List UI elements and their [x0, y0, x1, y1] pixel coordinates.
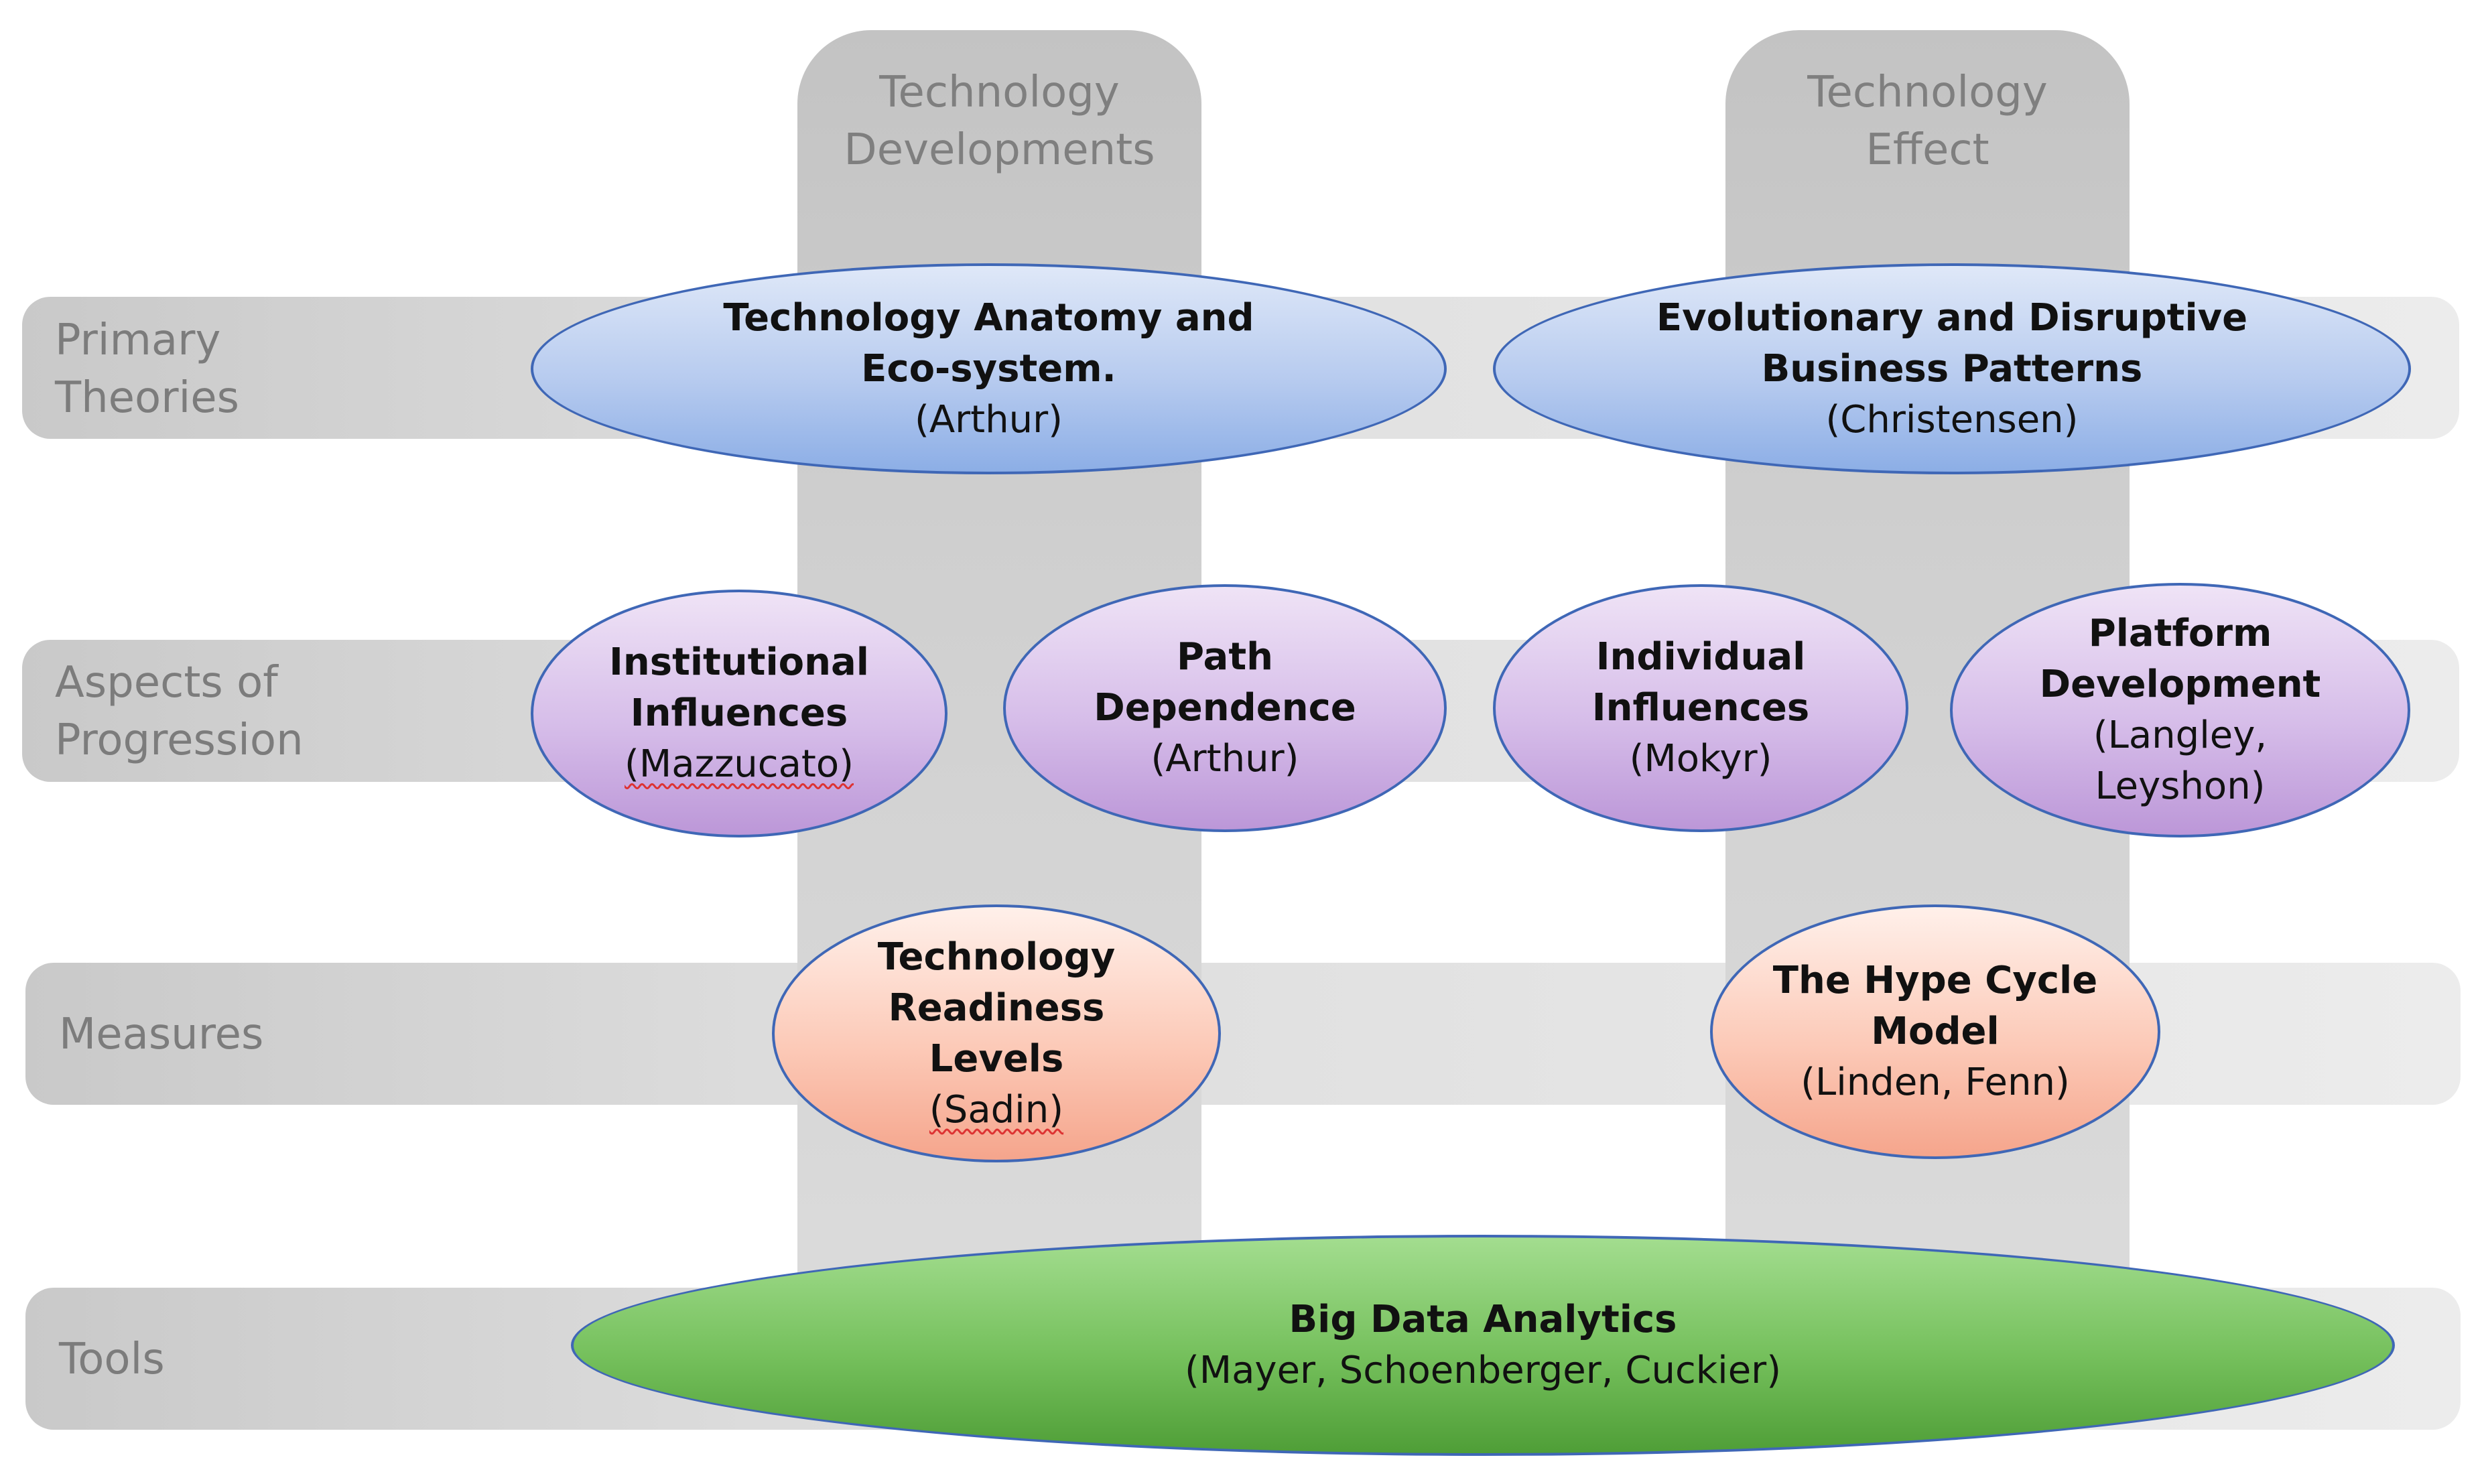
node-title: Platform Development [2039, 612, 2321, 706]
node-title: Technology Anatomy and Eco-system. [723, 295, 1254, 391]
node-platform-development: Platform Development (Langley, Leyshon) [1950, 583, 2410, 837]
row-label-aspects-of-progression: Aspects of Progression [55, 658, 304, 765]
node-technology-readiness-levels: Technology Readiness Levels (Sadin) [772, 904, 1221, 1162]
node-title: Path Dependence [1094, 635, 1356, 730]
node-individual-influences: Individual Influences (Mokyr) [1493, 584, 1908, 832]
column-title-developments: Technology Developments [844, 68, 1155, 175]
node-author: (Arthur) [915, 397, 1063, 442]
column-title-effect: Technology Effect [1807, 68, 2048, 175]
node-author: (Christensen) [1825, 397, 2079, 442]
node-title: Individual Influences [1591, 635, 1810, 730]
node-title: Big Data Analytics [1289, 1298, 1677, 1341]
node-author: (Mokyr) [1629, 737, 1772, 781]
node-title: Technology Readiness Levels [877, 935, 1116, 1081]
node-disruptive-business-patterns: Evolutionary and Disruptive Business Pat… [1493, 263, 2411, 474]
node-author: (Arthur) [1151, 737, 1299, 781]
node-big-data-analytics: Big Data Analytics (Mayer, Schoenberger,… [571, 1235, 2395, 1456]
node-title: Institutional Influences [609, 640, 869, 735]
node-author: (Mazzucato) [625, 742, 854, 786]
row-label-tools: Tools [59, 1335, 165, 1384]
node-institutional-influences: Institutional Influences (Mazzucato) [531, 590, 947, 837]
row-label-primary-theories: Primary Theories [55, 316, 239, 423]
node-technology-anatomy: Technology Anatomy and Eco-system. (Arth… [531, 263, 1447, 474]
node-hype-cycle-model: The Hype Cycle Model (Linden, Fenn) [1710, 904, 2160, 1159]
node-title: The Hype Cycle Model [1772, 959, 2098, 1053]
node-path-dependence: Path Dependence (Arthur) [1003, 584, 1447, 832]
node-author: (Sadin) [929, 1087, 1064, 1132]
row-label-measures: Measures [59, 1010, 264, 1059]
node-title: Evolutionary and Disruptive Business Pat… [1656, 295, 2248, 391]
node-author: (Langley, Leyshon) [2093, 714, 2268, 808]
node-author: (Mayer, Schoenberger, Cuckier) [1184, 1349, 1782, 1392]
node-author: (Linden, Fenn) [1801, 1061, 2070, 1104]
